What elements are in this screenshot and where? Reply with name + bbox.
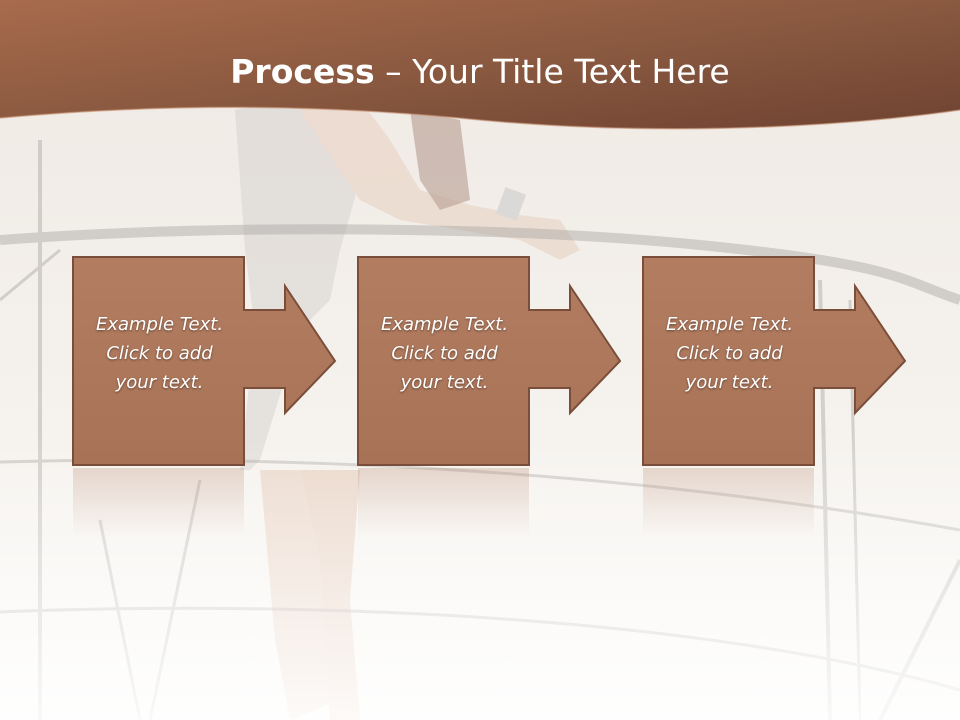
header-band [0, 0, 960, 129]
title-rest: – Your Title Text Here [374, 52, 730, 91]
step-3-line-1: Example Text. [665, 314, 794, 335]
step-shape-1[interactable] [72, 256, 337, 466]
slide-title[interactable]: Process – Your Title Text Here [0, 52, 960, 91]
step-shape-3[interactable] [642, 256, 907, 466]
step-3[interactable]: Example Text. Click to add your text. [643, 257, 816, 465]
step-2-text: Example Text. Click to add your text. [358, 310, 531, 397]
step-2[interactable]: Example Text. Click to add your text. [358, 257, 531, 465]
step-3-line-2: Click to add [676, 343, 783, 364]
step-1-line-2: Click to add [106, 343, 213, 364]
step-1-line-3: your text. [115, 372, 204, 393]
step-3-line-3: your text. [685, 372, 774, 393]
step-3-text: Example Text. Click to add your text. [643, 310, 816, 397]
step-2-line-1: Example Text. [380, 314, 509, 335]
step-1-text: Example Text. Click to add your text. [73, 310, 246, 397]
step-2-line-2: Click to add [391, 343, 498, 364]
step-1[interactable]: Example Text. Click to add your text. [73, 257, 246, 465]
step-1-line-1: Example Text. [95, 314, 224, 335]
title-bold: Process [230, 52, 375, 91]
step-2-line-3: your text. [400, 372, 489, 393]
step-shape-2[interactable] [357, 256, 622, 466]
